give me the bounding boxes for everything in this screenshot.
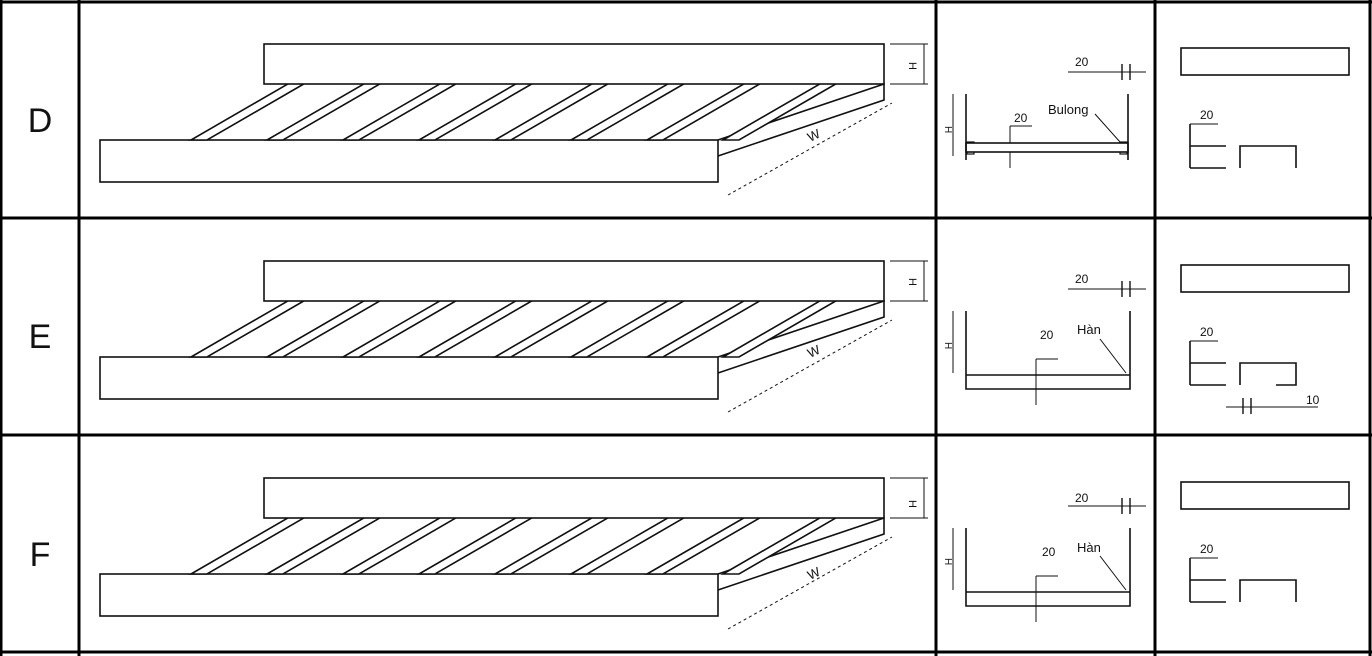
flange-dimension-label: 20 [1040,328,1054,342]
row-type-label: D [28,102,53,140]
front-side-rail [99,573,719,617]
height-dimension-label: H [906,500,918,508]
rail-end-section [717,299,885,374]
gap-dimension-label: 20 [1075,491,1089,505]
row-type-label: F [30,536,51,574]
ladder-isometric-view: H W [99,477,928,630]
width-dimension-line [727,536,893,630]
leader-line [1094,113,1121,143]
width-dimension-line [727,102,893,196]
side-rail-hole-pattern [1180,47,1350,76]
side-rail-hole-pattern [1180,264,1350,293]
leader-line [1099,338,1127,374]
flange-dimension-label: 20 [1014,111,1028,125]
height-dimension-label: H [942,558,953,565]
width-dimension-label: W [805,126,823,145]
rung-profile-detail: 20 10 [1180,264,1350,414]
cross-section-view: 20 20 H Hàn [942,491,1146,622]
joint-method-label: Hàn [1077,540,1101,555]
flange-dimension-label: 20 [1200,542,1214,556]
gap-dimension-label: 20 [1075,272,1089,286]
row-type-f: F H W 20 20 H Hàn 20 [30,477,1350,630]
height-dimension-label: H [942,126,953,133]
flange-dimension-label: 20 [1200,108,1214,122]
flange-dimension-label: 20 [1200,325,1214,339]
width-dimension-label: W [805,564,823,583]
cross-section-view: 20 20 H Bulong [942,55,1146,168]
row-type-e: E H W 20 20 H Hàn 20 10 [29,260,1350,414]
flange-dimension-label: 20 [1042,545,1056,559]
leader-line [1099,555,1127,591]
width-dimension-label: W [805,342,823,361]
back-side-rail [263,43,885,85]
section-rung [965,142,1129,153]
rung-profile-detail: 20 [1180,481,1350,603]
section-channel [965,311,1131,390]
row-type-label: E [29,318,52,356]
front-side-rail [99,356,719,400]
profile-channel [1239,579,1297,602]
back-side-rail [263,260,885,302]
joint-method-label: Hàn [1077,322,1101,337]
width-dimension-line [727,319,893,413]
row-type-d: D H W 20 20 H Bulong 20 [28,43,1350,196]
ladder-isometric-view: H W [99,43,928,196]
height-dimension-label: H [906,278,918,286]
back-side-rail [263,477,885,519]
profile-channel [1239,145,1297,168]
cross-section-view: 20 20 H Hàn [942,272,1146,405]
side-rail-hole-pattern [1180,481,1350,510]
front-side-rail [99,139,719,183]
height-dimension-label: H [942,342,953,349]
rung-profile-detail: 20 [1180,45,1350,169]
gap-dimension-label: 20 [1075,55,1089,69]
profile-channel [1239,362,1297,386]
rail-end-section [717,82,885,157]
ladder-isometric-view: H W [99,260,928,413]
joint-method-label: Bulong [1048,102,1088,117]
section-channel [965,528,1131,607]
rail-end-section [717,516,885,591]
height-dimension-label: H [906,62,918,70]
lip-dimension-label: 10 [1306,393,1320,407]
